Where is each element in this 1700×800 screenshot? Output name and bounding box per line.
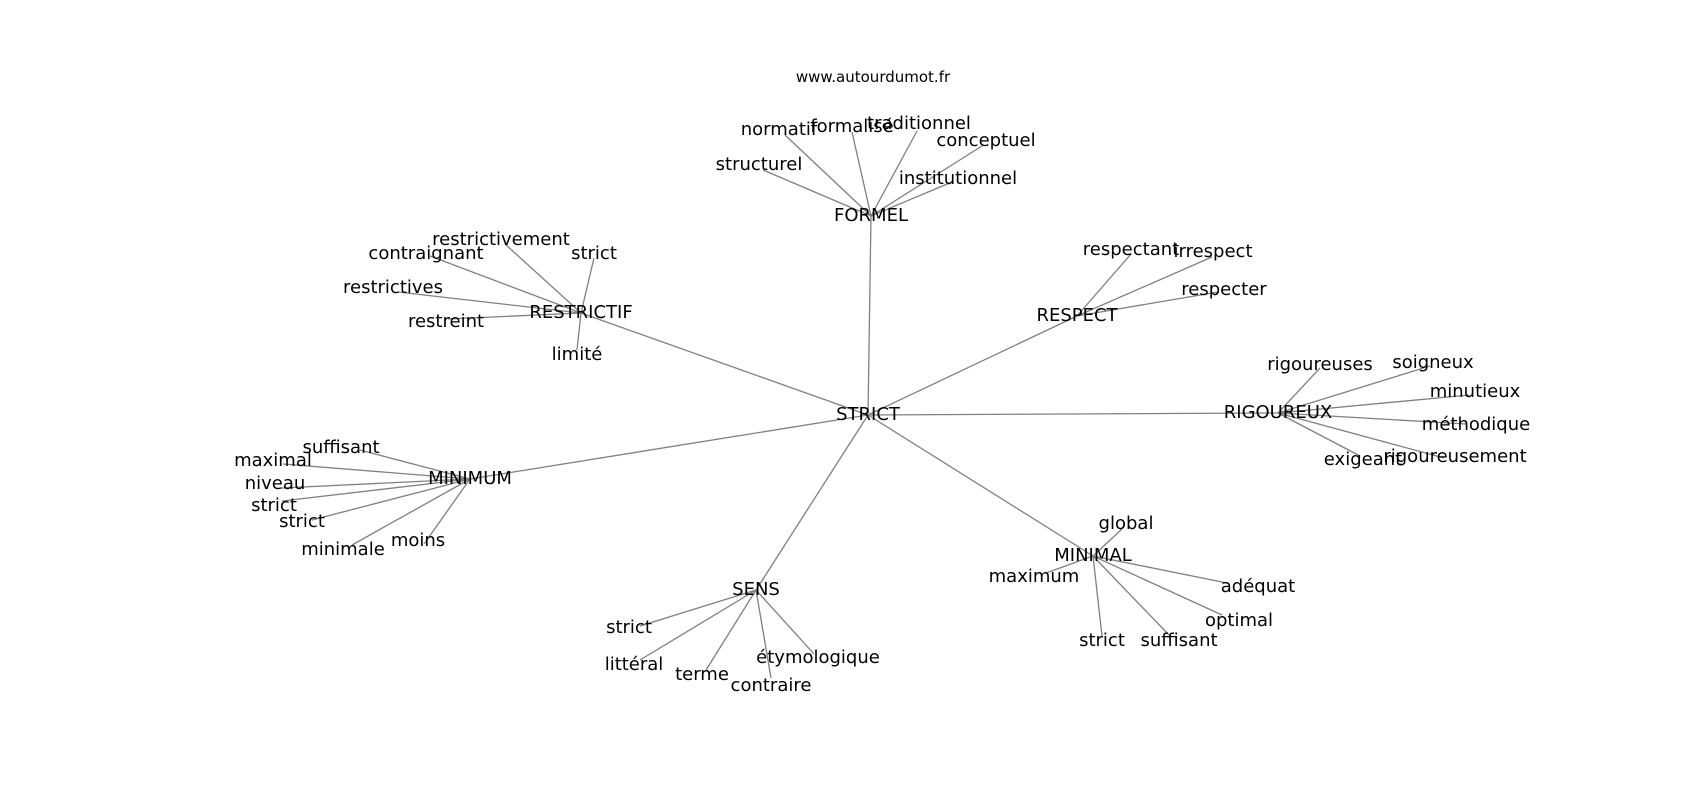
leaf-node[interactable]: moins xyxy=(391,530,445,551)
edge-respect-leaf xyxy=(1076,291,1219,317)
edge-rigoureux-leaf xyxy=(1277,394,1470,414)
edge-restrictif-leaf xyxy=(447,312,582,320)
hub-node-rigoureux[interactable]: RIGOUREUX xyxy=(1224,402,1333,423)
leaf-node[interactable]: restrictives xyxy=(343,277,443,298)
leaf-node[interactable]: suffisant xyxy=(302,437,379,458)
leaf-node[interactable]: contraignant xyxy=(368,243,483,264)
leaf-node[interactable]: limité xyxy=(552,344,603,365)
edge-sens-leaf xyxy=(639,589,757,627)
edge-rigoureux-leaf xyxy=(1277,412,1361,457)
leaf-node[interactable]: terme xyxy=(675,664,729,685)
leaf-node[interactable]: adéquat xyxy=(1221,576,1295,597)
leaf-node[interactable]: respecter xyxy=(1181,279,1267,300)
edge-restrictif-leaf xyxy=(580,257,595,314)
leaf-node[interactable]: suffisant xyxy=(1140,630,1217,651)
edge-formel-leaf xyxy=(870,181,953,217)
hub-node-sens[interactable]: SENS xyxy=(732,579,780,600)
leaf-node[interactable]: optimal xyxy=(1205,610,1273,631)
edge-rigoureux-leaf xyxy=(1277,365,1431,414)
leaf-node[interactable]: strict xyxy=(571,243,617,264)
edge-minimal-leaf xyxy=(1092,555,1170,636)
leaf-node[interactable]: normatif xyxy=(741,119,818,140)
leaf-node[interactable]: strict xyxy=(1079,630,1125,651)
edge-respect-leaf xyxy=(1076,253,1132,317)
leaf-node[interactable]: contraire xyxy=(731,675,812,696)
edge-strict-minimum xyxy=(469,414,869,480)
edge-restrictif-leaf xyxy=(504,243,582,314)
leaf-node[interactable]: maximal xyxy=(234,450,312,471)
hub-node-formel[interactable]: FORMEL xyxy=(834,205,908,226)
leaf-node[interactable]: maximum xyxy=(989,566,1080,587)
edge-sens-leaf xyxy=(705,589,757,671)
edge-rigoureux-leaf xyxy=(1277,412,1467,425)
leaf-node[interactable]: restrictivement xyxy=(432,229,570,250)
leaf-node[interactable]: minutieux xyxy=(1430,381,1521,402)
leaf-node[interactable]: rigoureuses xyxy=(1267,354,1373,375)
edge-minimal-leaf xyxy=(1092,555,1228,584)
hub-node-respect[interactable]: RESPECT xyxy=(1036,305,1118,326)
edge-strict-sens xyxy=(755,414,869,591)
edge-strict-minimal xyxy=(867,414,1094,557)
edge-sens-leaf xyxy=(755,589,815,655)
edge-strict-respect xyxy=(867,315,1078,416)
edge-respect-leaf xyxy=(1076,256,1213,317)
edge-minimum-leaf xyxy=(311,478,471,521)
leaf-node[interactable]: structurel xyxy=(716,154,803,175)
edge-minimal-leaf xyxy=(1045,555,1094,574)
edge-minimum-leaf xyxy=(423,478,471,545)
leaf-node[interactable]: traditionnel xyxy=(867,113,971,134)
leaf-node[interactable]: minimale xyxy=(301,539,385,560)
leaf-node[interactable]: formalisé xyxy=(810,116,893,137)
leaf-node[interactable]: rigoureusement xyxy=(1383,446,1526,467)
leaf-node[interactable]: restreint xyxy=(408,311,484,332)
edge-strict-restrictif xyxy=(580,312,869,416)
leaf-node[interactable]: strict xyxy=(606,617,652,638)
edge-rigoureux-leaf xyxy=(1277,367,1321,414)
hub-node-minimal[interactable]: MINIMAL xyxy=(1054,545,1131,566)
edge-minimum-leaf xyxy=(359,449,471,480)
leaf-node[interactable]: méthodique xyxy=(1422,414,1530,435)
edge-restrictif-leaf xyxy=(429,255,582,314)
edge-formel-leaf xyxy=(851,131,872,217)
edge-minimal-leaf xyxy=(1092,528,1123,557)
leaf-node[interactable]: conceptuel xyxy=(936,130,1035,151)
leaf-node[interactable]: strict xyxy=(251,495,297,516)
leaf-node[interactable]: exigeant xyxy=(1324,449,1402,470)
leaf-node[interactable]: respectant xyxy=(1083,239,1179,260)
leaf-node[interactable]: global xyxy=(1099,513,1154,534)
leaf-node[interactable]: niveau xyxy=(245,473,306,494)
hub-node-restrictif[interactable]: RESTRICTIF xyxy=(529,302,632,323)
leaf-node[interactable]: soigneux xyxy=(1392,352,1474,373)
edge-sens-leaf xyxy=(755,589,772,679)
edge-formel-leaf xyxy=(870,145,983,217)
leaf-node[interactable]: institutionnel xyxy=(899,168,1017,189)
center-node[interactable]: STRICT xyxy=(836,404,901,425)
hub-node-minimum[interactable]: MINIMUM xyxy=(428,468,512,489)
edge-formel-leaf xyxy=(762,169,872,217)
leaf-node[interactable]: littéral xyxy=(605,654,664,675)
edge-strict-formel xyxy=(867,215,872,416)
edge-minimum-leaf xyxy=(351,478,471,546)
edge-minimum-leaf xyxy=(282,463,471,480)
leaf-node[interactable]: irrespect xyxy=(1174,241,1253,262)
leaf-node[interactable]: strict xyxy=(279,511,325,532)
edge-restrictif-leaf xyxy=(576,312,582,351)
edge-formel-leaf xyxy=(784,134,872,217)
edge-restrictif-leaf xyxy=(397,291,582,314)
edge-minimal-leaf xyxy=(1092,555,1223,616)
graph-labels: www.autourdumot.fr STRICT FORMEL normatiff… xyxy=(234,68,1530,696)
graph-edges xyxy=(281,130,1470,679)
source-url: www.autourdumot.fr xyxy=(796,68,951,86)
leaf-node[interactable]: étymologique xyxy=(756,647,880,668)
edge-minimum-leaf xyxy=(281,478,471,489)
edge-formel-leaf xyxy=(870,130,918,217)
edge-rigoureux-leaf xyxy=(1277,412,1445,459)
edge-minimal-leaf xyxy=(1092,555,1103,637)
edge-sens-leaf xyxy=(639,589,757,661)
edge-strict-rigoureux xyxy=(867,412,1279,416)
edge-minimum-leaf xyxy=(281,478,471,502)
